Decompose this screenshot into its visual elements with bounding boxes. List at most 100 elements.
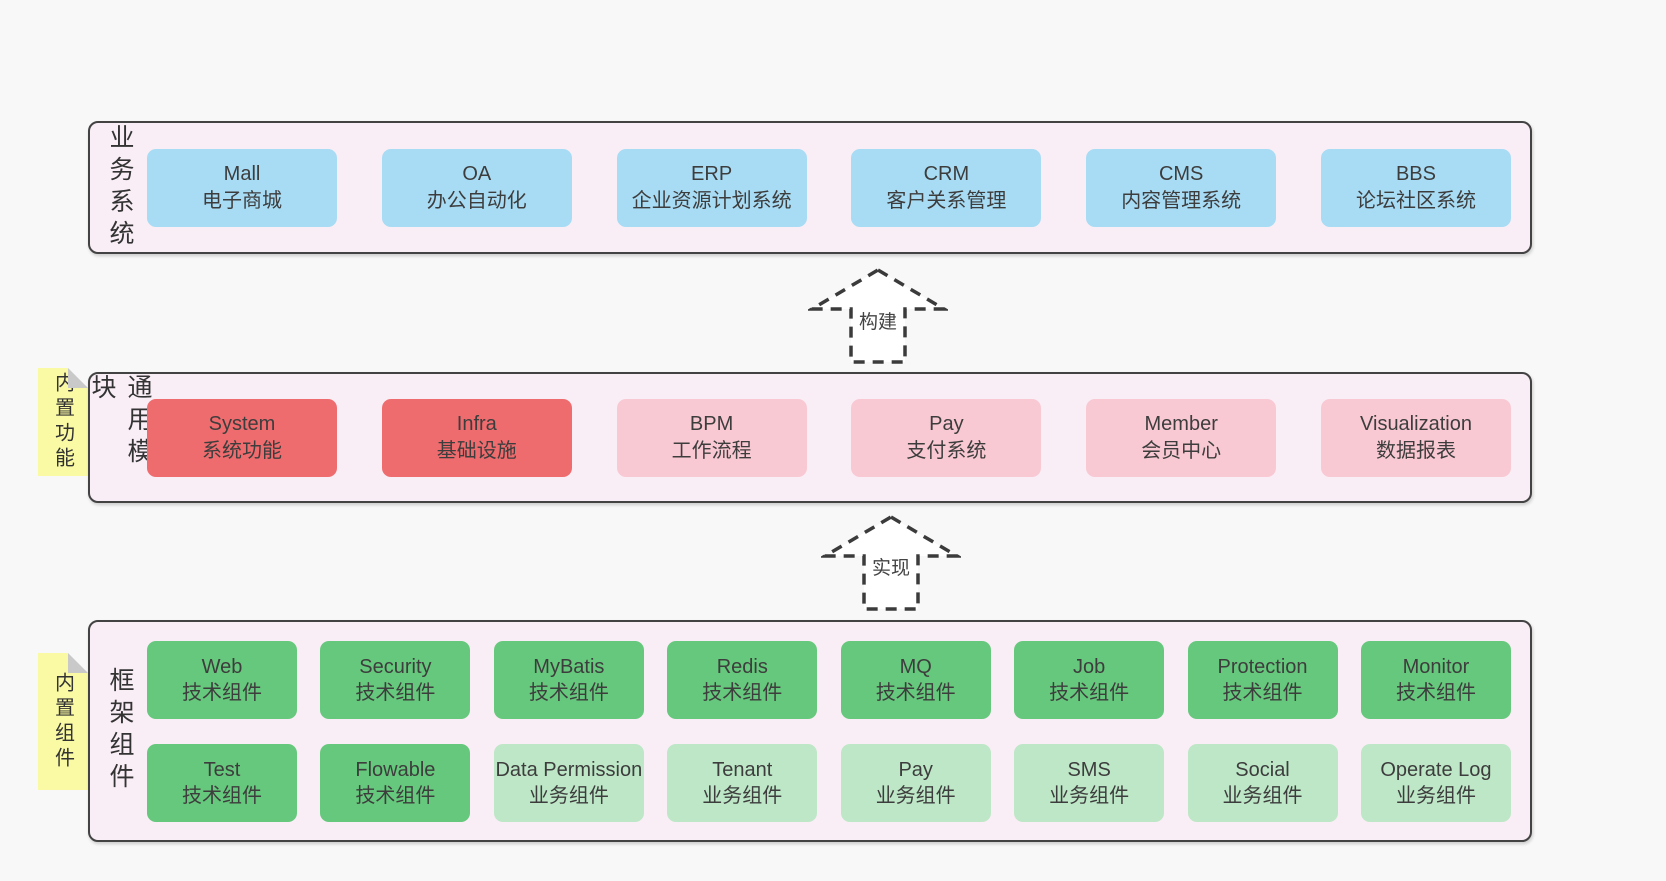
band-label-common-modules: 通用模块 [88, 374, 152, 470]
band-common-modules: 通用模块 System 系统功能 Infra 基础设施 BPM 工作流程 Pay… [88, 372, 1532, 503]
box-title: Tenant [712, 758, 773, 781]
box-subtitle: 业务组件 [528, 784, 609, 807]
box-visualization: Visualization 数据报表 [1320, 398, 1511, 477]
box-subtitle: 数据报表 [1375, 439, 1456, 462]
box-operate-log: Operate Log 业务组件 [1360, 743, 1511, 822]
box-subtitle: 会员中心 [1141, 439, 1222, 462]
box-title: ERP [691, 162, 733, 185]
box-subtitle: 系统功能 [202, 439, 282, 462]
box-title: Data Permission [495, 758, 643, 781]
box-title: BPM [689, 412, 734, 435]
box-title: Web [201, 655, 243, 678]
box-redis: Redis 技术组件 [667, 640, 818, 719]
box-subtitle: 内容管理系统 [1121, 189, 1242, 212]
note-text: 内置组件 [51, 671, 74, 772]
box-subtitle: 企业资源计划系统 [631, 189, 792, 212]
box-infra: Infra 基础设施 [381, 398, 572, 477]
box-oa: OA 办公自动化 [381, 148, 572, 227]
sticky-note-builtin-features: 内置功能 [38, 368, 88, 476]
box-title: System [208, 412, 276, 435]
box-title: BBS [1395, 162, 1436, 185]
band-label-framework-components: 框架组件 [106, 667, 134, 795]
box-monitor: Monitor 技术组件 [1360, 640, 1511, 719]
folded-corner-icon [68, 368, 88, 388]
box-title: SMS [1067, 758, 1111, 781]
box-title: Social [1235, 758, 1290, 781]
band-label-business-systems: 业务系统 [106, 123, 134, 252]
box-title: MQ [899, 655, 932, 678]
box-test: Test 技术组件 [147, 743, 297, 822]
box-data-permission: Data Permission 业务组件 [493, 743, 644, 822]
box-title: Security [359, 655, 432, 678]
box-subtitle: 技术组件 [182, 681, 262, 704]
box-title: Pay [898, 758, 933, 781]
arrow-label: 构建 [855, 306, 901, 335]
box-subtitle: 客户关系管理 [886, 189, 1007, 212]
folded-corner-icon [68, 653, 88, 673]
box-job: Job 技术组件 [1014, 640, 1165, 719]
box-sms: SMS 业务组件 [1014, 743, 1165, 822]
box-subtitle: 技术组件 [355, 681, 436, 704]
box-flowable: Flowable 技术组件 [320, 743, 471, 822]
box-subtitle: 技术组件 [182, 784, 262, 807]
box-subtitle: 业务组件 [1395, 784, 1476, 807]
box-cms: CMS 内容管理系统 [1086, 148, 1277, 227]
box-bpm: BPM 工作流程 [616, 398, 807, 477]
box-subtitle: 技术组件 [355, 784, 436, 807]
framework-components-rows: Web 技术组件 Security 技术组件 MyBatis 技术组件 Redi… [147, 622, 1511, 840]
box-subtitle: 技术组件 [1395, 681, 1476, 704]
box-subtitle: 论坛社区系统 [1355, 189, 1476, 212]
box-title: OA [462, 162, 492, 185]
box-subtitle: 技术组件 [1049, 681, 1130, 704]
box-title: Protection [1217, 655, 1308, 678]
box-subtitle: 技术组件 [528, 681, 609, 704]
box-pay-component: Pay 业务组件 [840, 743, 991, 822]
box-social: Social 业务组件 [1187, 743, 1338, 822]
build-arrow: 构建 [808, 262, 948, 364]
box-title: CMS [1158, 162, 1204, 185]
box-title: Infra [456, 412, 497, 435]
box-crm: CRM 客户关系管理 [851, 148, 1042, 227]
box-title: Monitor [1402, 655, 1470, 678]
box-protection: Protection 技术组件 [1187, 640, 1338, 719]
biz-components-row: Test 技术组件 Flowable 技术组件 Data Permission … [147, 743, 1511, 822]
box-subtitle: 电子商城 [202, 189, 282, 212]
box-subtitle: 业务组件 [702, 784, 783, 807]
box-title: Operate Log [1380, 758, 1492, 781]
box-web: Web 技术组件 [147, 640, 297, 719]
box-subtitle: 工作流程 [671, 439, 752, 462]
box-subtitle: 业务组件 [1049, 784, 1130, 807]
box-title: Visualization [1360, 412, 1472, 435]
box-tenant: Tenant 业务组件 [667, 743, 818, 822]
box-title: CRM [923, 162, 970, 185]
box-security: Security 技术组件 [320, 640, 471, 719]
box-mq: MQ 技术组件 [840, 640, 991, 719]
box-title: Flowable [355, 758, 436, 781]
box-subtitle: 技术组件 [702, 681, 783, 704]
tech-components-row: Web 技术组件 Security 技术组件 MyBatis 技术组件 Redi… [147, 640, 1511, 719]
box-subtitle: 技术组件 [875, 681, 956, 704]
box-erp: ERP 企业资源计划系统 [616, 148, 807, 227]
box-subtitle: 支付系统 [906, 439, 987, 462]
box-title: Redis [716, 655, 768, 678]
box-subtitle: 业务组件 [875, 784, 956, 807]
box-title: Test [203, 758, 241, 781]
band-business-systems: 业务系统 Mall 电子商城 OA 办公自动化 ERP 企业资源计划系统 CRM… [88, 121, 1532, 254]
box-title: Job [1072, 655, 1106, 678]
box-mall: Mall 电子商城 [147, 148, 337, 227]
box-title: MyBatis [533, 655, 605, 678]
note-text: 内置功能 [51, 372, 74, 472]
arrow-label: 实现 [868, 552, 914, 581]
box-subtitle: 业务组件 [1222, 784, 1303, 807]
box-title: Member [1144, 412, 1218, 435]
box-subtitle: 基础设施 [436, 439, 517, 462]
business-systems-boxes: Mall 电子商城 OA 办公自动化 ERP 企业资源计划系统 CRM 客户关系… [147, 123, 1511, 252]
sticky-note-builtin-components: 内置组件 [38, 653, 88, 790]
box-pay-system: Pay 支付系统 [851, 398, 1042, 477]
implement-arrow: 实现 [821, 508, 961, 612]
box-title: Mall [223, 162, 261, 185]
box-mybatis: MyBatis 技术组件 [493, 640, 644, 719]
box-title: Pay [929, 412, 964, 435]
common-modules-boxes: System 系统功能 Infra 基础设施 BPM 工作流程 Pay 支付系统… [147, 374, 1511, 501]
box-subtitle: 技术组件 [1222, 681, 1303, 704]
